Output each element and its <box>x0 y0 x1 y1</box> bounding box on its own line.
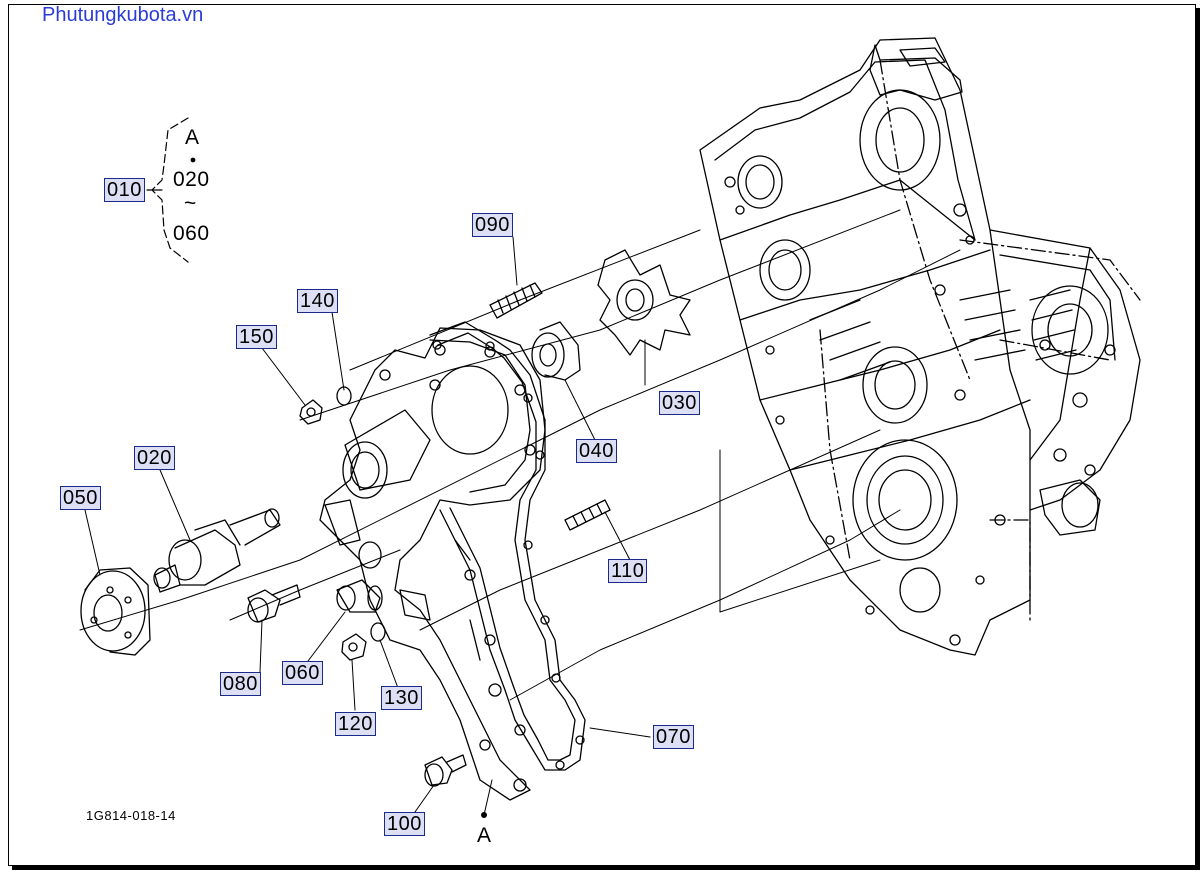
part-label-150[interactable]: 150 <box>236 325 277 349</box>
bracket-range-tilde: ~ <box>184 192 197 215</box>
stud-bolt-illustration <box>489 282 611 531</box>
part-label-120[interactable]: 120 <box>335 712 376 736</box>
group-bracket <box>146 117 196 263</box>
gear-case-illustration <box>699 37 1141 656</box>
frame-shadow-bottom <box>12 866 1200 870</box>
drawing-frame <box>8 4 1196 866</box>
part-label-020[interactable]: 020 <box>134 446 175 470</box>
pulley-flange-illustration <box>80 567 151 656</box>
water-pump-body-illustration <box>319 327 546 801</box>
point-a-dot <box>481 812 487 818</box>
gasket-illustration <box>429 321 586 771</box>
part-label-130[interactable]: 130 <box>381 686 422 710</box>
part-label-140[interactable]: 140 <box>297 289 338 313</box>
watermark-text: Phutungkubota.vn <box>42 4 204 26</box>
pump-shaft-bearing-illustration <box>153 508 281 593</box>
part-label-070[interactable]: 070 <box>653 725 694 749</box>
point-a-marker: A <box>477 824 492 847</box>
leader-lines <box>84 236 651 816</box>
part-label-100[interactable]: 100 <box>384 812 425 836</box>
bracket-bottom-code: 060 <box>173 222 210 245</box>
part-label-060[interactable]: 060 <box>282 661 323 685</box>
mechanical-seal-illustration <box>531 321 581 381</box>
bracket-top-letter: A <box>185 126 200 149</box>
part-label-110[interactable]: 110 <box>608 559 648 583</box>
part-label-030[interactable]: 030 <box>659 391 700 415</box>
part-label-050[interactable]: 050 <box>60 486 101 510</box>
part-label-090[interactable]: 090 <box>472 213 513 237</box>
bracket-mid-code: 020 <box>173 168 210 191</box>
impeller-illustration <box>597 249 691 356</box>
drawing-code: 1G814-018-14 <box>86 808 176 823</box>
exploded-axis-lines <box>79 209 961 701</box>
part-label-010[interactable]: 010 <box>104 178 145 202</box>
frame-shadow-right <box>1196 8 1200 870</box>
part-label-040[interactable]: 040 <box>576 439 617 463</box>
part-label-080[interactable]: 080 <box>220 672 261 696</box>
